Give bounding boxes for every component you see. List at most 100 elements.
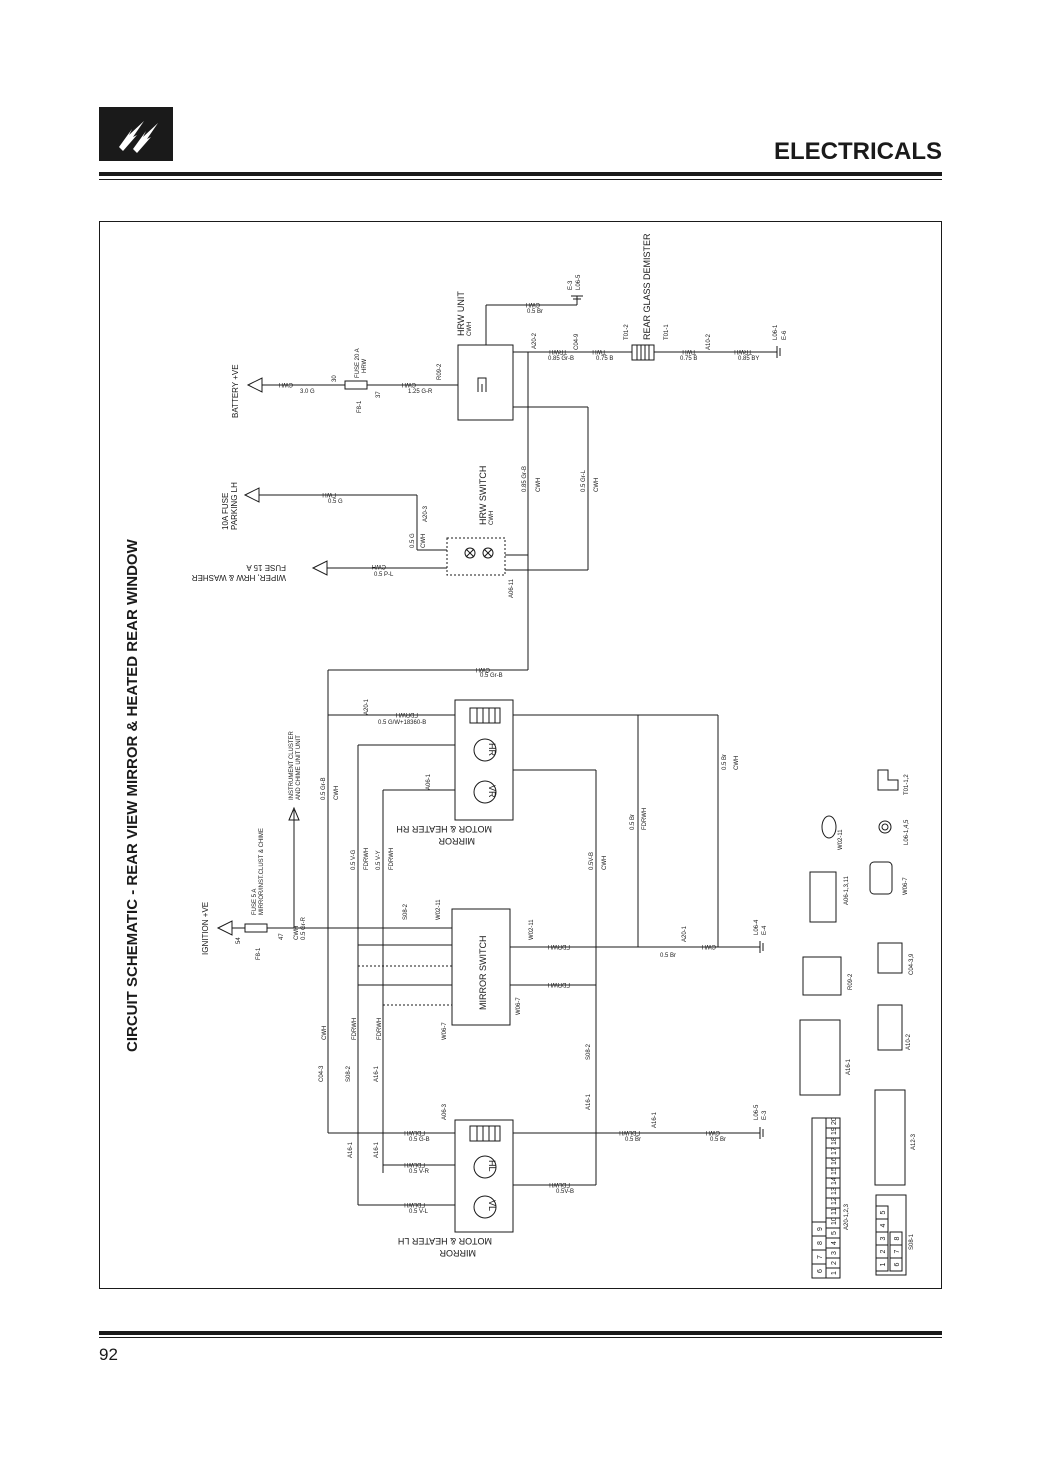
pin-cell: [825, 1267, 841, 1279]
wire-label: 0.85 Gr-B: [548, 356, 574, 362]
pin-label: 47: [279, 933, 285, 940]
connector-label: A06-3: [442, 1103, 448, 1120]
pin-label: 16: [831, 1157, 838, 1165]
hrw-unit-label: HRW UNIT: [456, 291, 466, 336]
fuse-id: F8-1: [256, 947, 262, 960]
wire-label: 0.5 Br: [660, 953, 676, 959]
legend-label: A12-3: [911, 1133, 917, 1150]
pin-label: 5: [880, 1211, 887, 1215]
source-arrow-icon: [243, 487, 260, 503]
motor-label: VL: [487, 1200, 497, 1211]
pin-label: 4: [831, 1241, 838, 1245]
wire-label: 0.5 Br: [527, 309, 543, 315]
wire-label: CWH: [467, 322, 473, 336]
connector-label: A20-1: [364, 698, 370, 715]
wire-label: CWH: [294, 926, 300, 940]
legend-label: A20-1,2,3: [844, 1203, 850, 1230]
header-rule: [99, 172, 942, 176]
wire-label: TWH: [682, 348, 696, 354]
source-arrow-icon: [216, 920, 233, 936]
connector-label: W02-11: [529, 919, 535, 940]
fuse-5a: [244, 923, 268, 933]
pin-label: 4: [880, 1224, 887, 1228]
wire-label: FDRWH: [352, 1018, 358, 1040]
legend-label: A06-1,3,11: [844, 875, 850, 905]
motor-label: HL: [487, 1160, 497, 1172]
wire-label: CWH: [536, 478, 542, 492]
pin-label: 18: [831, 1137, 838, 1145]
wire-label: FWH: [322, 491, 336, 497]
wire-label: FDRWH: [642, 808, 648, 830]
connector-l06-icon: [878, 820, 892, 834]
wire-label: CWH: [526, 301, 540, 307]
connector-a12-icon: [874, 1089, 906, 1186]
motor-vl: [473, 1195, 497, 1219]
wire-label: 0.5 Br: [630, 814, 636, 830]
page-title: ELECTRICALS: [774, 138, 942, 165]
pin-label: 19: [831, 1127, 838, 1135]
connector-label: R09-2: [437, 363, 443, 380]
connector-label: A06-11: [509, 578, 515, 598]
footer-rule: [99, 1331, 942, 1335]
connector-t01-icon: [877, 769, 899, 791]
pin-label: 3: [831, 1251, 838, 1255]
wire-label: CWH: [476, 666, 490, 672]
wire-label: CWH: [702, 943, 716, 949]
wire-label: FDRWH: [548, 981, 570, 987]
connector-label: S08-2: [403, 903, 409, 920]
wire-label: FDRWH: [548, 943, 570, 949]
connector-label: T01-1: [664, 324, 670, 340]
wire-label: 0.5 Gr-B: [321, 777, 327, 800]
header-rule-thin: [99, 179, 942, 180]
wire-label: CWH: [706, 1129, 720, 1135]
pin-label: 7: [894, 1250, 901, 1254]
connector-label: W06-7: [516, 997, 522, 1015]
wire-label: 0.85 BY: [738, 356, 759, 362]
pin-label: 54: [236, 937, 242, 944]
wire-label: TRWH: [549, 348, 567, 354]
footer-rule-thin: [99, 1337, 942, 1338]
wire-label: CWH: [334, 786, 340, 800]
wire-label: FDRWH: [377, 1018, 383, 1040]
wire-label: 1.25 G-R: [408, 389, 433, 395]
motor-vr: [473, 780, 497, 804]
pin-label: 2: [831, 1261, 838, 1265]
pin-label: 1: [880, 1263, 887, 1267]
wire-label: CWH: [602, 856, 608, 870]
wire-label: FDLWH: [404, 1129, 425, 1135]
pin-label: 10: [831, 1217, 838, 1225]
connector-label: C04-3: [319, 1065, 325, 1082]
pin-label: 8: [894, 1237, 901, 1241]
schematic-frame: [99, 221, 942, 1289]
connector-a16-icon: [799, 1019, 841, 1096]
fuse-label: MIRROR/INST.CLUST & CHIME: [259, 828, 265, 915]
pin-label: 9: [817, 1227, 824, 1231]
wire-label: 0.5 Gr-R: [301, 916, 307, 940]
pin-label: 13: [831, 1187, 838, 1195]
pin-cell: [875, 1257, 889, 1272]
connector-label: A16-1: [586, 1093, 592, 1110]
legend-label: C04-3,9: [909, 953, 915, 975]
legend-label: L06-1,4,5: [904, 819, 910, 845]
mirror-lh-label: MOTOR & HEATER LH: [398, 1236, 492, 1246]
wire-label: FDRWH: [389, 848, 395, 870]
connector-a06-icon: [809, 871, 837, 923]
wire-label: FDLWH: [549, 1181, 570, 1187]
fuse-id: F8-1: [357, 400, 363, 413]
connector-label: A20-1: [682, 925, 688, 942]
legend-label: S08-1: [909, 1233, 915, 1250]
ground-label: E-4: [762, 925, 768, 935]
lightning-bolt-icon: [99, 107, 173, 161]
legend-label: A16-1: [846, 1058, 852, 1075]
connector-label: A16-1: [652, 1111, 658, 1128]
connector-label: A16-1: [374, 1141, 380, 1158]
pin-label: 3: [880, 1237, 887, 1241]
ignition-label: IGNITION +VE: [201, 902, 210, 955]
battery-label: BATTERY +VE: [231, 364, 240, 418]
fuse-20a: [344, 380, 368, 390]
connector-label: A06-1: [426, 773, 432, 790]
pin-label: 6: [817, 1269, 824, 1273]
